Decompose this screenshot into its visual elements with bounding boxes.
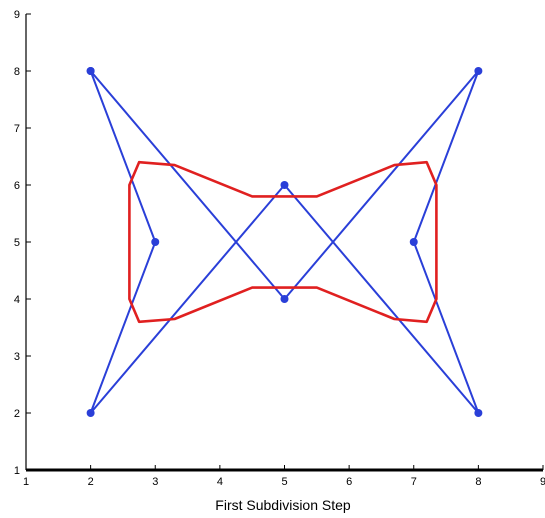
series-layer xyxy=(86,67,483,417)
y-tick-label: 1 xyxy=(14,465,20,477)
control-point-marker xyxy=(280,181,289,189)
x-tick-label: 8 xyxy=(475,476,481,488)
x-tick-label: 3 xyxy=(152,476,158,488)
subdivision-curve-line xyxy=(128,160,438,324)
y-tick-label: 9 xyxy=(14,9,20,21)
x-tick-label: 9 xyxy=(540,476,545,488)
control-point-marker xyxy=(474,67,483,75)
y-tick-label: 5 xyxy=(14,237,20,249)
axes: 1 2 3 4 5 6 7 8 9 1 2 3 4 5 6 7 8 9 xyxy=(14,9,545,488)
x-tick-label: 1 xyxy=(23,476,29,488)
y-tick-label: 6 xyxy=(14,180,20,192)
x-tick-label: 6 xyxy=(346,476,352,488)
x-tick-label: 4 xyxy=(217,476,223,488)
control-polygon-line xyxy=(89,70,480,414)
y-tick-label: 3 xyxy=(14,351,20,363)
control-point-marker xyxy=(151,238,160,246)
y-tick-label: 7 xyxy=(14,123,20,135)
x-tick-label: 5 xyxy=(281,476,287,488)
x-tick-label: 2 xyxy=(88,476,94,488)
x-axis-label: First Subdivision Step xyxy=(215,497,351,513)
control-point-marker xyxy=(409,238,418,246)
control-point-marker xyxy=(474,409,483,417)
control-point-marker xyxy=(86,67,95,75)
y-tick-label: 8 xyxy=(14,66,20,78)
control-point-marker xyxy=(86,409,95,417)
x-tick-label: 7 xyxy=(411,476,417,488)
y-tick-label: 4 xyxy=(14,294,20,306)
y-tick-label: 2 xyxy=(14,408,20,420)
control-point-marker xyxy=(280,295,289,303)
